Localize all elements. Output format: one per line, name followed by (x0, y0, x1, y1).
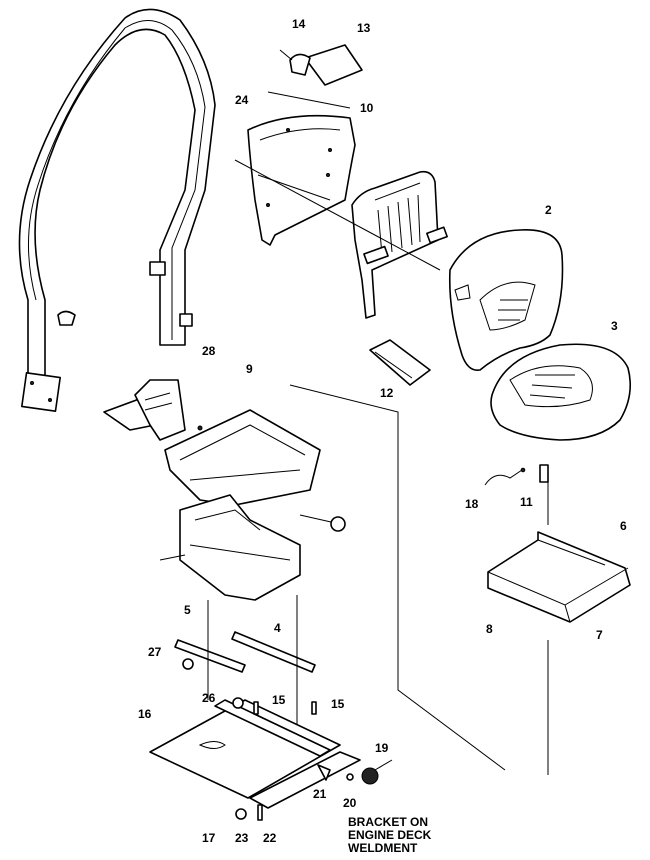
callout-19: 19 (375, 741, 389, 755)
leader-lines (234, 91, 549, 775)
callout-2: 2 (545, 203, 552, 217)
callout-11: 11 (520, 495, 533, 509)
callout-17: 17 (202, 831, 216, 845)
rops-bar (18, 8, 216, 413)
callout-27: 27 (148, 645, 162, 659)
callout-18: 18 (465, 497, 479, 511)
callout-15a: 15 (272, 693, 286, 707)
seat-suspension (103, 379, 346, 601)
note-line-3: WELDMENT (348, 841, 418, 855)
callout-23: 23 (235, 831, 249, 845)
callout-22: 22 (263, 831, 277, 845)
callout-26: 26 (202, 691, 216, 705)
callout-24: 24 (235, 93, 249, 107)
callout-21: 21 (313, 787, 327, 801)
callout-13: 13 (357, 21, 371, 35)
backrest-frame (351, 170, 448, 319)
callouts: 14 13 24 10 2 3 28 9 12 18 11 6 8 7 5 4 … (138, 17, 627, 845)
callout-9: 9 (246, 362, 253, 376)
callout-10: 10 (360, 101, 374, 115)
callout-28: 28 (202, 344, 216, 358)
callout-3: 3 (611, 319, 618, 333)
seat-cushion (490, 343, 631, 441)
callout-8: 8 (486, 622, 493, 636)
slide-rails (174, 595, 316, 750)
callout-6: 6 (620, 519, 627, 533)
note-line-2: ENGINE DECK (348, 828, 432, 842)
callout-14: 14 (292, 17, 306, 31)
bracket-note: BRACKET ON ENGINE DECK WELDMENT (348, 815, 432, 855)
seat-back-cushion (448, 229, 564, 372)
storage-tray (487, 531, 631, 623)
note-line-1: BRACKET ON (348, 815, 428, 829)
callout-5: 5 (184, 603, 191, 617)
callout-20: 20 (343, 796, 357, 810)
callout-4: 4 (274, 621, 281, 635)
callout-12: 12 (380, 386, 394, 400)
callout-15b: 15 (331, 697, 345, 711)
armrest-upper (279, 44, 363, 86)
seat-back-panel (247, 114, 356, 246)
callout-16: 16 (138, 707, 152, 721)
callout-7: 7 (596, 628, 603, 642)
armrest-lower (369, 339, 431, 386)
base-plate (149, 699, 361, 809)
